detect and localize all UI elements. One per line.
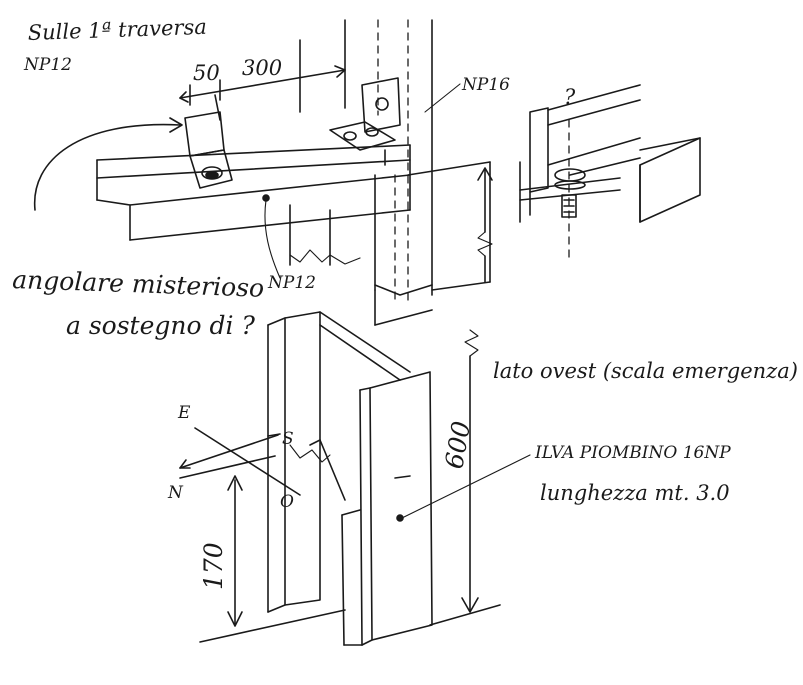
dimension-600 (429, 167, 501, 626)
level-guides (407, 161, 491, 291)
compass-n: N (167, 483, 184, 503)
compass-rose (179, 427, 301, 496)
leader-arrow-angolare (33, 123, 181, 211)
compass-e: E (177, 403, 191, 423)
np16-column-upper (289, 19, 433, 326)
title-line2: NP12 (23, 55, 72, 75)
title-line1: Sulle 1ª traversa (27, 15, 207, 45)
dim-50-label: 50 (193, 61, 220, 85)
np16-label: NP16 (461, 75, 510, 95)
detail-question-mark: ? (564, 85, 576, 109)
dim-300-label: 300 (242, 56, 282, 80)
angolare-line1: angolare misterioso (12, 265, 265, 303)
detail-bolt-connection (519, 84, 701, 261)
compass-s: S (282, 429, 294, 449)
ilva-label: ILVA PIOMBINO 16NP (534, 443, 731, 463)
angolare-line2: a sostegno di ? (66, 311, 255, 340)
angle-bracket-left (184, 111, 233, 189)
np12-label: NP12 (267, 273, 316, 293)
compass-o: O (280, 492, 294, 512)
np16-column-lower (267, 311, 433, 646)
np12-crossbeam (96, 144, 411, 241)
lunghezza-label: lunghezza mt. 3.0 (540, 481, 730, 505)
dim-170-label: 170 (199, 542, 228, 590)
lato-ovest-label: lato ovest (scala emergenza) (493, 359, 798, 383)
angle-bracket-right (329, 77, 401, 151)
dimension-170 (227, 475, 243, 627)
floor-line (199, 609, 346, 643)
